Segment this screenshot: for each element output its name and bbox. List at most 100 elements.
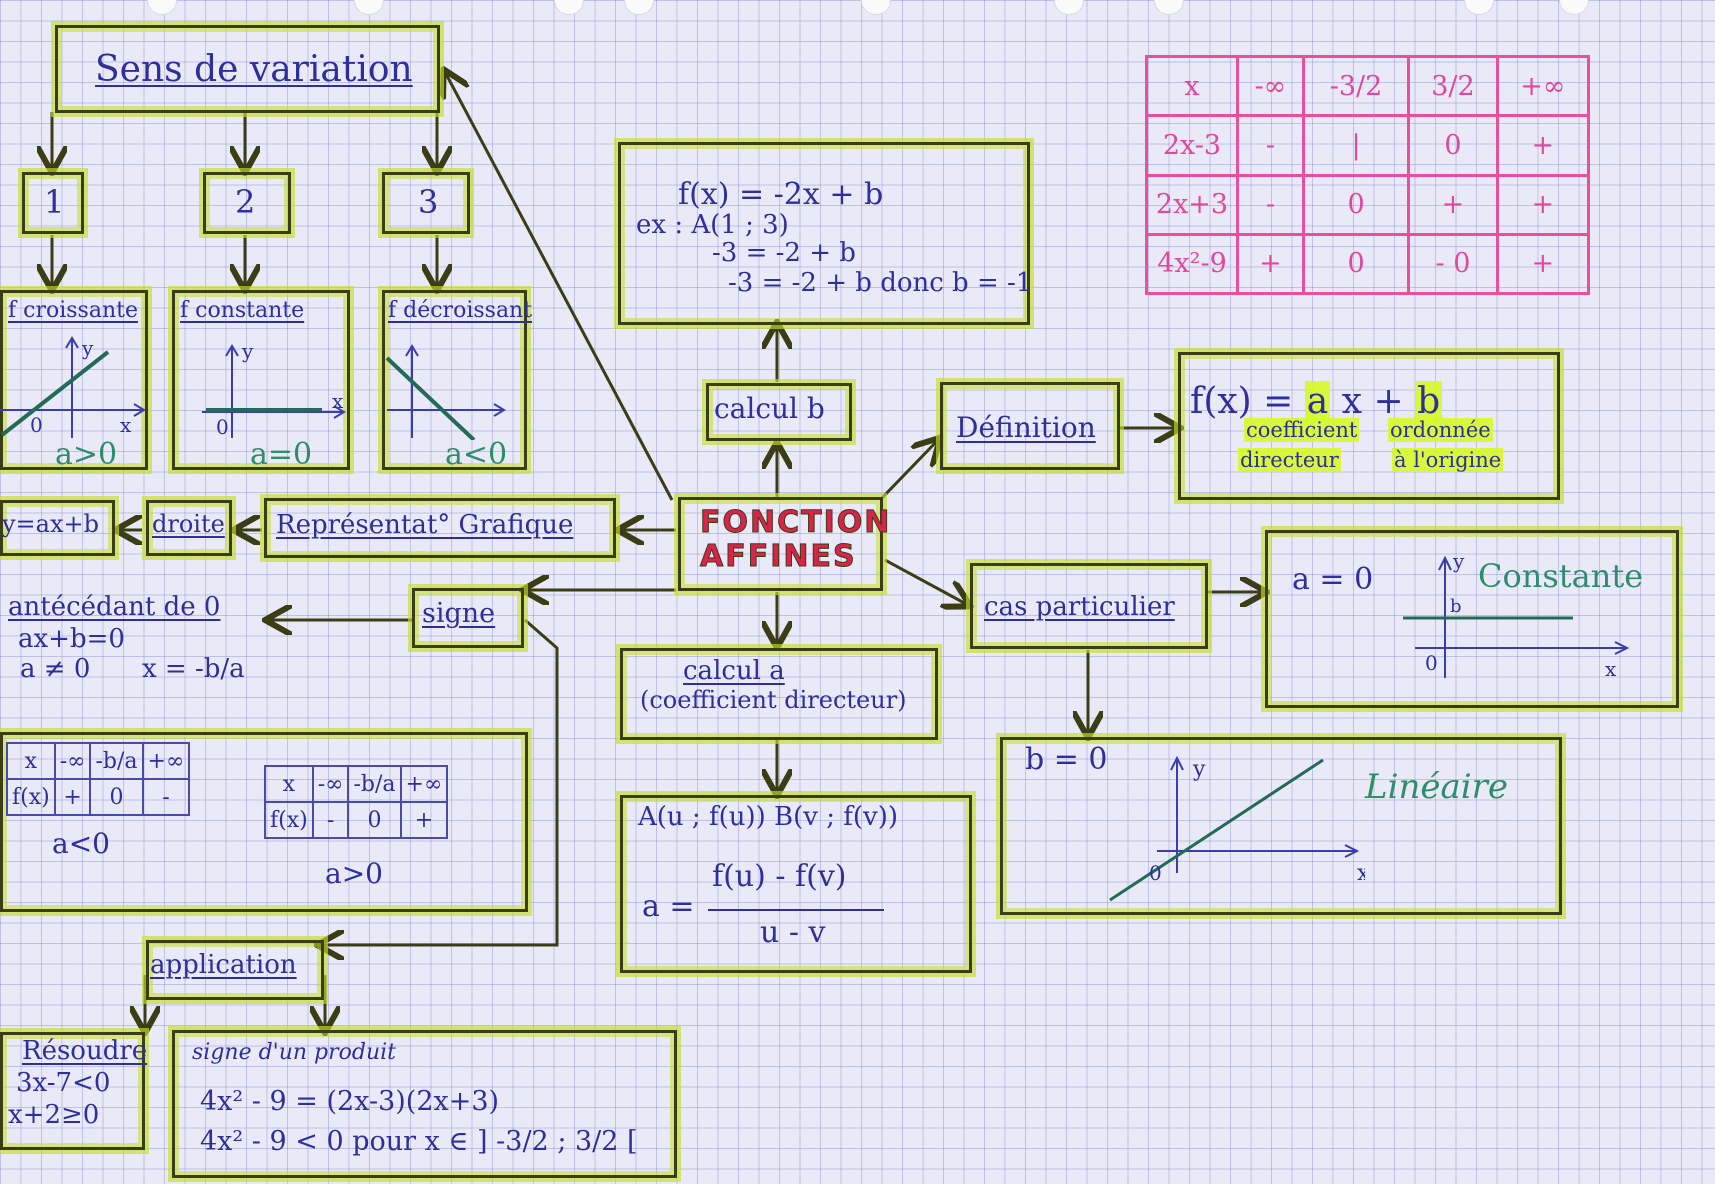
representation-label: Représentat° Grafique <box>276 510 574 540</box>
case-2-box <box>203 172 291 234</box>
resoudre-line-1: 3x-7<0 <box>16 1068 111 1098</box>
definition-formula-box <box>1178 352 1560 500</box>
croissante-label: f croissante <box>8 298 138 323</box>
svg-text:0: 0 <box>216 415 229 439</box>
croissante-condition: a>0 <box>55 437 118 472</box>
calcul-a-points: A(u ; f(u)) B(v ; f(v)) <box>638 802 898 832</box>
case-3-box <box>382 172 470 234</box>
pk-r1c4: + <box>1495 114 1591 177</box>
sm2-h0: x <box>264 765 314 803</box>
svg-text:0: 0 <box>1149 861 1162 885</box>
ordonnee-label-1: ordonnée <box>1388 418 1493 442</box>
calcul-a-label-2: (coefficient directeur) <box>640 686 907 714</box>
constante-case-box <box>1265 530 1679 708</box>
pk-r2c4: + <box>1495 173 1591 236</box>
constante-case-condition: a = 0 <box>1292 562 1374 597</box>
case-3-number: 3 <box>418 183 439 221</box>
droite-box <box>146 500 232 556</box>
pk-h1: -∞ <box>1236 54 1305 118</box>
pk-r3c0: 4x²-9 <box>1145 232 1239 296</box>
svg-text:y: y <box>1452 549 1465 573</box>
lineaire-case-name: Linéaire <box>1365 767 1508 807</box>
calcul-a-denominator: u - v <box>760 915 826 950</box>
pk-h4: +∞ <box>1495 54 1591 118</box>
resoudre-title: Résoudre <box>22 1036 148 1066</box>
svg-text:x: x <box>1605 657 1617 681</box>
constante-case-graph: b 0 y x <box>1403 549 1630 681</box>
definition-label: Définition <box>956 411 1096 444</box>
svg-text:y: y <box>1192 757 1206 782</box>
sm2-r0: f(x) <box>264 801 314 839</box>
pk-r2c0: 2x+3 <box>1145 173 1239 236</box>
calcul-b-box <box>706 383 852 441</box>
binder-hole <box>1465 0 1493 14</box>
sm1-h0: x <box>6 742 56 780</box>
constante-condition: a=0 <box>250 437 313 472</box>
sm1-h3: +∞ <box>141 742 191 780</box>
decroissante-label: f décroissant <box>388 298 533 323</box>
pk-h3: 3/2 <box>1407 54 1499 118</box>
svg-text:b: b <box>1450 596 1462 617</box>
calcul-b-line-1: f(x) = -2x + b <box>678 177 884 212</box>
lineaire-case-graph: 0 y x <box>1109 755 1365 902</box>
calcul-b-line-4: -3 = -2 + b donc b = -1 <box>728 268 1033 298</box>
antecedent-title: antécédant de 0 <box>8 592 221 622</box>
binder-hole <box>1560 0 1588 14</box>
case-2-number: 2 <box>235 183 256 221</box>
binder-hole <box>625 0 653 14</box>
sm2-r2: 0 <box>347 801 402 839</box>
sm1-h2: -b/a <box>89 742 144 780</box>
sm2-r1: - <box>311 801 350 839</box>
signe-produit-line-2: 4x² - 9 < 0 pour x ∈ ] -3/2 ; 3/2 [ <box>200 1126 638 1157</box>
ordonnee-b: b <box>1415 381 1443 422</box>
binder-hole <box>355 0 383 14</box>
signe-produit-line-1: 4x² - 9 = (2x-3)(2x+3) <box>200 1086 500 1117</box>
equation-box <box>0 500 115 556</box>
pk-r2c1: - <box>1236 173 1305 236</box>
title-line-1: FONCTION <box>699 505 892 540</box>
constante-box <box>172 290 350 470</box>
signe-tables-box <box>0 732 528 912</box>
signe-box <box>412 588 524 648</box>
sm1-r2: 0 <box>89 778 144 816</box>
lineaire-case-box <box>1000 737 1562 915</box>
sm2-h2: -b/a <box>347 765 402 803</box>
svg-text:y: y <box>241 339 254 363</box>
decroissante-box <box>382 290 527 470</box>
signe-produit-title: signe d'un produit <box>192 1040 397 1065</box>
svg-text:0: 0 <box>30 413 43 437</box>
binder-hole <box>1055 0 1083 14</box>
pink-sign-table: x -∞ -3/2 3/2 +∞ 2x-3 - | 0 + 2x+3 - 0 +… <box>1145 54 1591 296</box>
fraction-bar <box>708 909 884 911</box>
lineaire-case-condition: b = 0 <box>1025 742 1108 777</box>
calcul-a-formula-lhs: a = <box>642 889 695 924</box>
calcul-b-line-3: -3 = -2 + b <box>712 238 856 268</box>
sign-table-a-positive: x -∞ -b/a +∞ f(x) - 0 + <box>264 765 449 839</box>
calcul-b-line-2: ex : A(1 ; 3) <box>636 210 789 240</box>
antecedent-solution: x = -b/a <box>142 654 245 684</box>
constante-graph: 0 y x <box>202 339 346 439</box>
calcul-a-box <box>620 648 938 740</box>
application-label: application <box>150 950 297 980</box>
ordonnee-label-2: à l'origine <box>1392 448 1504 472</box>
pk-h2: -3/2 <box>1301 54 1411 118</box>
croissante-box <box>0 290 148 470</box>
coefficient-label-1: coefficient <box>1244 418 1360 442</box>
pk-r2c2: 0 <box>1301 173 1411 236</box>
sens-variation-box <box>55 25 440 113</box>
sm1-r1: + <box>53 778 92 816</box>
svg-text:0: 0 <box>1425 651 1438 675</box>
binder-hole <box>148 0 176 14</box>
cas-particulier-box <box>970 563 1208 649</box>
binder-hole <box>862 0 890 14</box>
sens-variation-title: Sens de variation <box>95 49 413 90</box>
svg-text:y: y <box>81 336 94 360</box>
pk-r3c3: - 0 <box>1407 232 1499 296</box>
resoudre-line-2: x+2≥0 <box>8 1100 100 1130</box>
antecedent-condition: a ≠ 0 <box>20 654 91 684</box>
pk-r1c0: 2x-3 <box>1145 114 1239 177</box>
calcul-b-content-box <box>618 142 1030 325</box>
coefficient-a: a <box>1304 381 1331 422</box>
sm2-r3: + <box>399 801 449 839</box>
